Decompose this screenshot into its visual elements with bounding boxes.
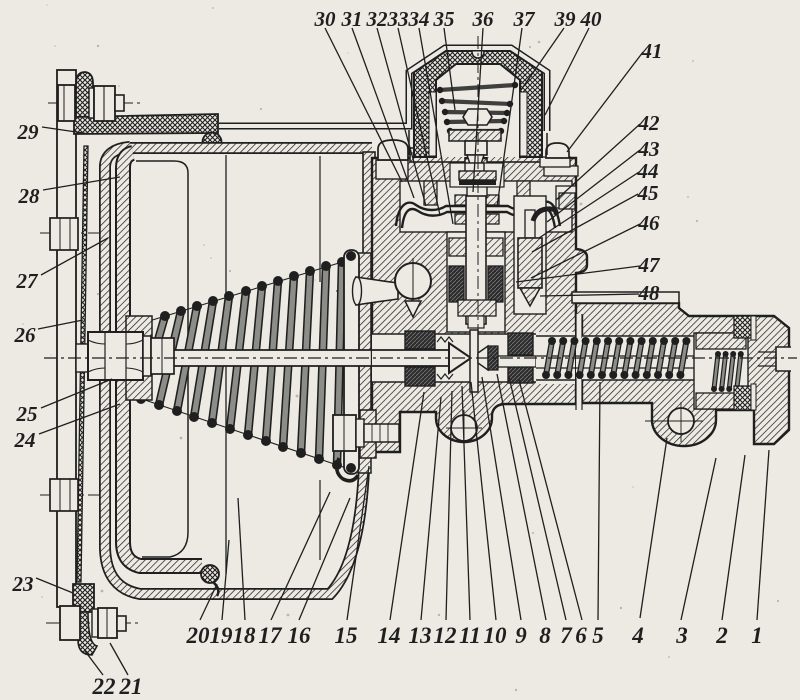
svg-text:27: 27 — [16, 269, 40, 293]
svg-text:8: 8 — [539, 623, 551, 648]
svg-text:23: 23 — [12, 572, 34, 596]
svg-text:36: 36 — [472, 7, 495, 31]
svg-text:18: 18 — [233, 623, 257, 648]
svg-text:30: 30 — [314, 7, 337, 31]
svg-text:4: 4 — [631, 623, 644, 648]
svg-text:3: 3 — [675, 623, 688, 648]
svg-text:2: 2 — [715, 623, 728, 648]
svg-text:35: 35 — [433, 7, 455, 31]
svg-text:48: 48 — [638, 281, 661, 305]
svg-text:12: 12 — [434, 623, 457, 648]
svg-text:22: 22 — [92, 674, 116, 699]
svg-text:34: 34 — [408, 7, 430, 31]
svg-text:47: 47 — [638, 253, 662, 277]
svg-text:11: 11 — [459, 623, 481, 648]
svg-text:31: 31 — [341, 7, 363, 31]
svg-text:39: 39 — [554, 7, 577, 31]
svg-text:19: 19 — [210, 623, 234, 648]
svg-text:14: 14 — [378, 623, 401, 648]
svg-text:1: 1 — [751, 623, 763, 648]
svg-text:32: 32 — [366, 7, 389, 31]
svg-text:6: 6 — [575, 623, 587, 648]
svg-text:40: 40 — [580, 7, 603, 31]
svg-text:44: 44 — [637, 159, 659, 183]
svg-text:45: 45 — [637, 181, 659, 205]
svg-text:7: 7 — [560, 623, 573, 648]
svg-text:25: 25 — [16, 402, 38, 426]
svg-text:43: 43 — [638, 137, 660, 161]
svg-text:20: 20 — [186, 623, 211, 648]
svg-text:24: 24 — [14, 428, 36, 452]
svg-text:28: 28 — [18, 184, 41, 208]
svg-text:29: 29 — [17, 120, 40, 144]
svg-text:21: 21 — [119, 674, 143, 699]
svg-text:33: 33 — [387, 7, 409, 31]
svg-text:17: 17 — [259, 623, 284, 648]
svg-text:13: 13 — [409, 623, 432, 648]
svg-text:41: 41 — [641, 39, 663, 63]
svg-text:46: 46 — [638, 211, 661, 235]
svg-text:42: 42 — [638, 111, 661, 135]
svg-text:37: 37 — [513, 7, 537, 31]
svg-text:5: 5 — [592, 623, 604, 648]
svg-text:10: 10 — [484, 623, 508, 648]
svg-text:16: 16 — [288, 623, 312, 648]
svg-text:9: 9 — [515, 623, 527, 648]
svg-text:26: 26 — [14, 323, 37, 347]
svg-text:15: 15 — [335, 623, 358, 648]
